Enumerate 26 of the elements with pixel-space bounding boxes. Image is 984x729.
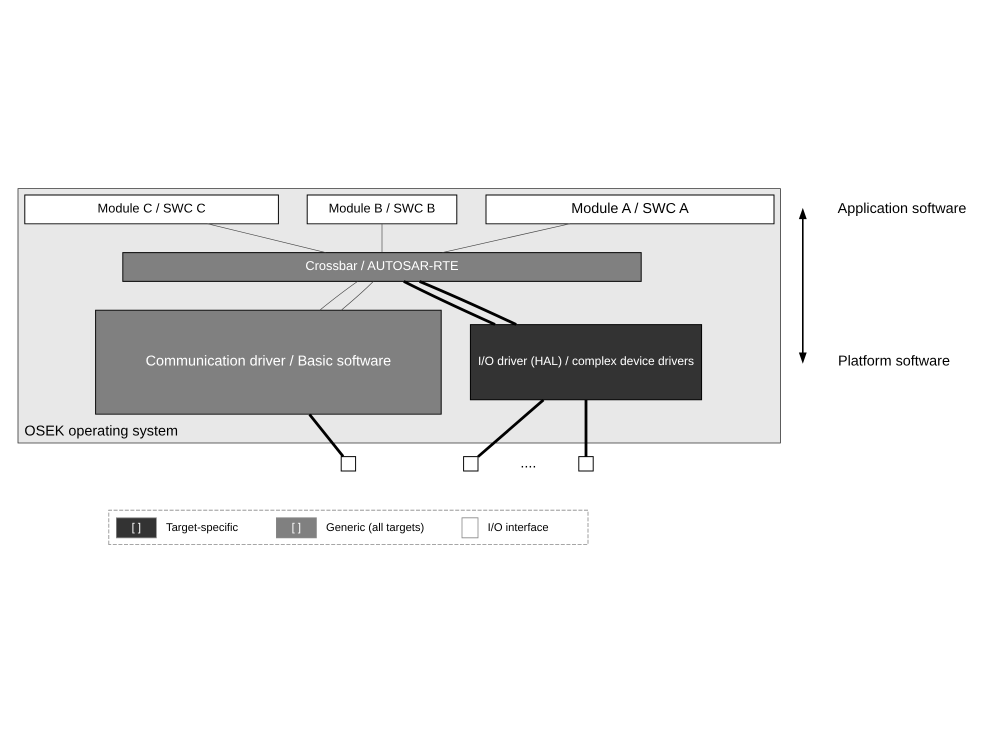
- legend-label: I/O interface: [488, 521, 549, 534]
- legend-label: Target-specific: [166, 521, 238, 534]
- node-box: Crossbar / AUTOSAR-RTE: [122, 252, 642, 282]
- label: Platform software: [838, 353, 950, 370]
- connector: [341, 280, 374, 310]
- label: [ ]: [132, 521, 141, 534]
- node-box: Module A / SWC A: [486, 194, 774, 224]
- legend-label: Generic (all targets): [326, 521, 424, 534]
- node-box: Module B / SWC B: [306, 194, 458, 224]
- label: Application software: [838, 200, 966, 216]
- connector: [584, 399, 588, 456]
- connector: [320, 280, 358, 310]
- node-box: [578, 456, 594, 471]
- connector: [442, 223, 570, 252]
- node-box: I/O driver (HAL) / complex device drivers: [470, 324, 702, 400]
- label: ....: [520, 454, 536, 471]
- node-box: Module C / SWC C: [24, 194, 279, 224]
- connector: [403, 280, 496, 326]
- label: [ ]: [292, 521, 301, 534]
- connector: [207, 223, 326, 252]
- connector: [419, 280, 517, 326]
- connector: [477, 398, 544, 458]
- node-box: [463, 456, 478, 471]
- connector: [308, 413, 344, 457]
- node-box: [340, 456, 356, 471]
- node-box: Communication driver / Basic software: [95, 309, 442, 414]
